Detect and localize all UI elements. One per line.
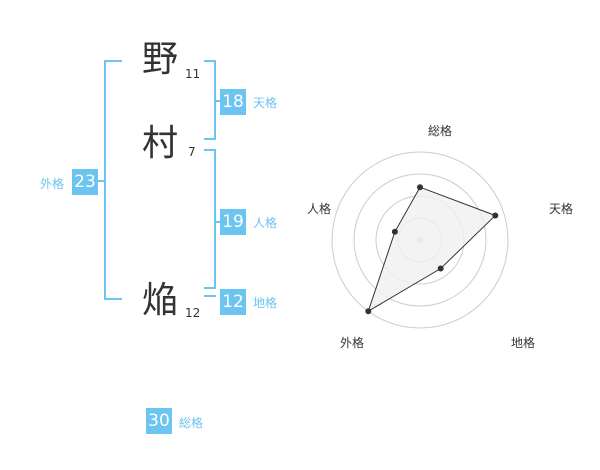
jinkaku-connector (216, 221, 220, 223)
soukaku-label: 総格 (179, 416, 204, 430)
jinkaku-bracket (204, 149, 216, 289)
radar-axis-label-gaikaku: 外格 (340, 336, 365, 350)
stroke-count-1: 11 (185, 67, 201, 81)
radar-axis-label-tenkaku: 天格 (549, 202, 574, 216)
chikaku-label: 地格 (253, 296, 278, 310)
radar-axis-label-jinkaku: 人格 (307, 202, 332, 216)
gaikaku-value: 23 (72, 169, 98, 195)
gaikaku-connector (98, 180, 106, 182)
tenkaku-connector (216, 100, 220, 102)
radar-ring (331, 151, 509, 329)
soukaku-value: 30 (146, 408, 172, 434)
radar-axis-label-soukaku: 総格 (428, 124, 453, 138)
radar-chart (331, 151, 509, 329)
tenkaku-bracket (204, 60, 216, 140)
tenkaku-label: 天格 (253, 96, 278, 110)
name-char-1: 野 (142, 39, 179, 80)
stroke-count-2: 7 (188, 145, 196, 159)
stroke-count-3: 12 (185, 306, 201, 320)
jinkaku-value: 19 (220, 209, 246, 235)
jinkaku-label: 人格 (253, 216, 278, 230)
chikaku-bracket (204, 295, 216, 297)
name-char-2: 村 (142, 123, 179, 164)
radar-point-4 (365, 308, 372, 315)
tenkaku-value: 18 (220, 89, 246, 115)
radar-point-2 (492, 212, 499, 219)
radar-point-5 (391, 228, 398, 235)
gaikaku-bracket (104, 60, 122, 300)
gaikaku-label: 外格 (40, 177, 65, 191)
radar-point-3 (437, 265, 444, 272)
chikaku-value: 12 (220, 289, 246, 315)
radar-data-polygon (367, 186, 497, 313)
radar-ring (353, 173, 487, 307)
name-char-3: 焔 (142, 280, 179, 321)
radar-axis-label-chikaku: 地格 (511, 336, 536, 350)
radar-point-1 (417, 184, 423, 191)
